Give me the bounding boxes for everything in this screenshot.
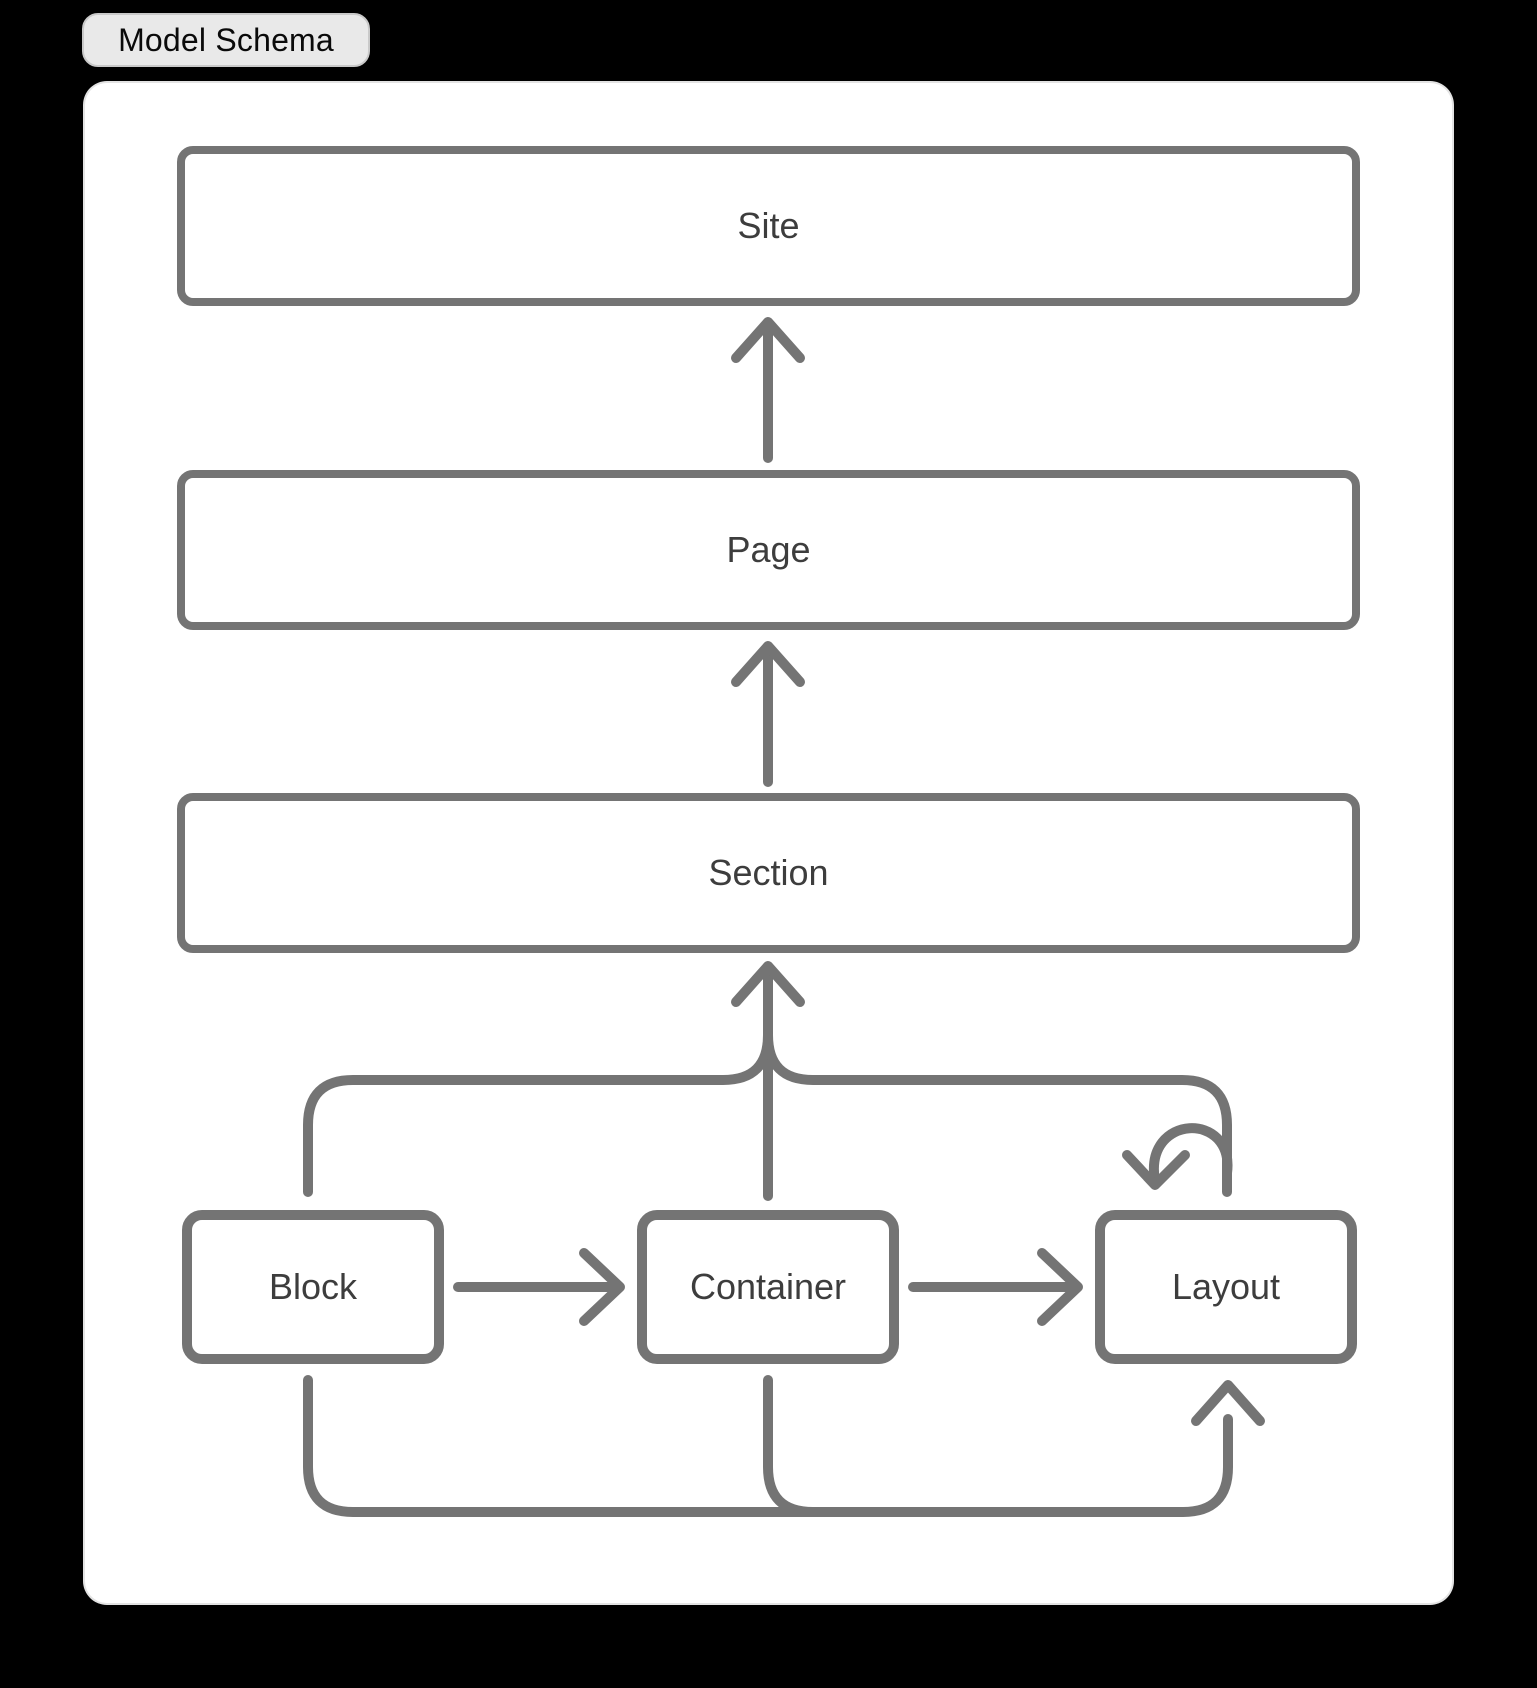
node-section-label: Section <box>708 852 829 893</box>
edge-section-page-arrowhead <box>731 641 805 687</box>
node-site-label: Site <box>737 205 800 246</box>
node-page: Page <box>177 470 1360 630</box>
node-page-label: Page <box>726 529 811 570</box>
edge-page-site-arrowhead <box>731 317 805 363</box>
diagram-title: Model Schema <box>118 21 334 58</box>
node-container: Container <box>637 1210 899 1364</box>
edge-layout-self-loop <box>1148 1123 1233 1186</box>
edge-layout-section-bus <box>763 1030 1232 1197</box>
edge-container-layout-bottom-branch <box>763 1375 818 1517</box>
edge-bottom-bus-arrowhead <box>1191 1380 1265 1426</box>
edge-container-section-arrowhead <box>731 961 805 1007</box>
edge-block-layout-bottom-bus <box>303 1375 1233 1517</box>
node-container-label: Container <box>689 1266 847 1307</box>
diagram-card: Site Page Section Block Container Layout <box>85 83 1452 1603</box>
node-layout: Layout <box>1095 1210 1357 1364</box>
node-section: Section <box>177 793 1360 953</box>
edge-block-container-arrowhead <box>579 1248 625 1326</box>
node-layout-label: Layout <box>1171 1266 1281 1307</box>
edge-layout-self-loop-arrowhead <box>1122 1150 1190 1190</box>
node-site: Site <box>177 146 1360 306</box>
node-block-label: Block <box>268 1266 358 1307</box>
node-block: Block <box>182 1210 444 1364</box>
edge-block-section-bus <box>303 1030 773 1197</box>
edge-container-layout-arrowhead <box>1037 1248 1083 1326</box>
diagram-title-pill: Model Schema <box>82 13 370 67</box>
